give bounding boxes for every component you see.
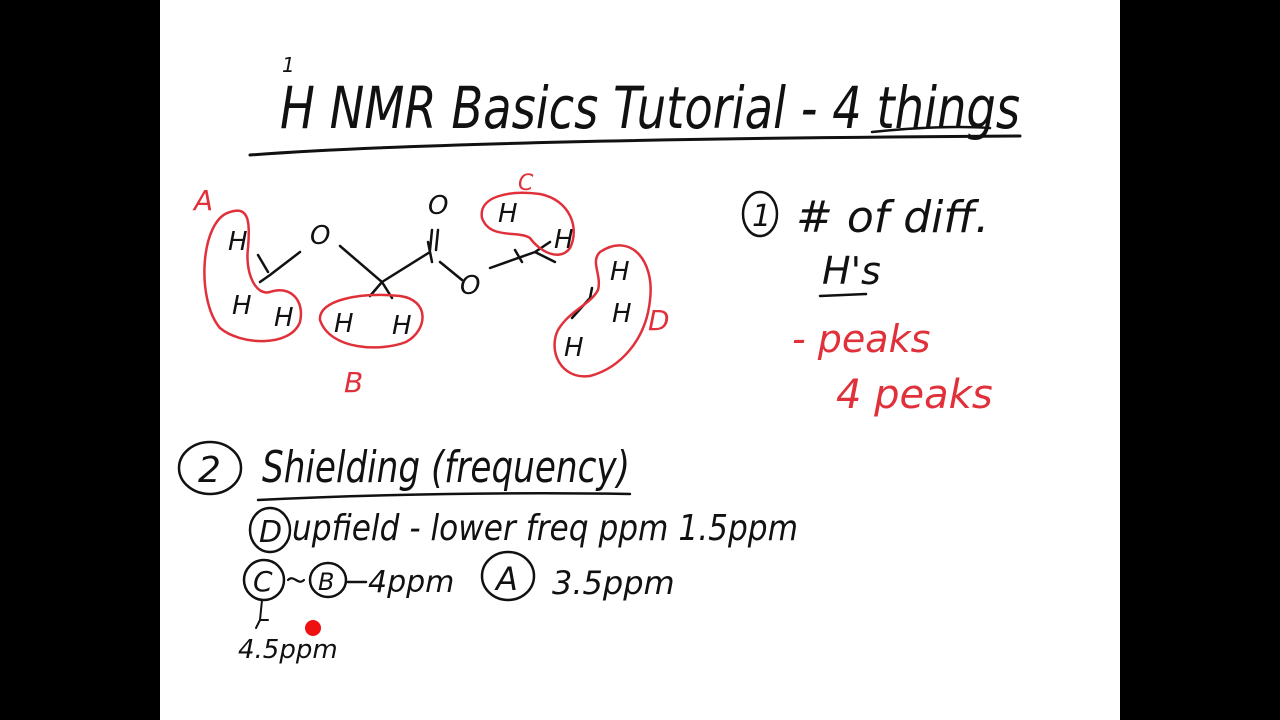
- atom-o-ester: O: [460, 271, 480, 301]
- atom-h-d3: H: [564, 333, 584, 363]
- title-superscript: 1: [282, 53, 295, 77]
- label-b-circle: [308, 561, 348, 599]
- title-underline: [248, 134, 1022, 157]
- four-things-underline: [870, 125, 992, 134]
- point-1-number: 1: [752, 199, 771, 234]
- atom-o-carbonyl: O: [428, 191, 448, 221]
- group-label-d: D: [648, 304, 670, 337]
- approx-sign: [286, 577, 306, 583]
- c-value: 4.5ppm: [238, 635, 338, 665]
- point-2-heading: Shielding (frequency): [262, 442, 630, 493]
- label-b: B: [318, 568, 334, 596]
- atom-h-a3: H: [274, 303, 294, 333]
- group-label-a: A: [192, 184, 213, 217]
- atom-h-d2: H: [612, 299, 632, 329]
- upfield-label: D: [259, 515, 282, 550]
- label-c-circle: [242, 558, 286, 602]
- point-1-line2: H's: [822, 249, 881, 293]
- molecule: O O O H H H H H H H H H H: [228, 191, 632, 363]
- whiteboard: 1 H NMR Basics Tutorial - 4 things O O O…: [160, 0, 1120, 720]
- point-1: 1 # of diff. H's - peaks 4 peaks: [741, 190, 993, 418]
- atom-h-d1: H: [610, 257, 630, 287]
- group-b-loop: [318, 293, 424, 349]
- upfield-circle: [248, 506, 292, 554]
- group-c-loop: [480, 191, 575, 256]
- point-1-line1: # of diff.: [796, 192, 989, 243]
- atom-o-ether: O: [310, 221, 330, 251]
- point-1-underline: [818, 292, 868, 298]
- label-a-circle: [480, 550, 536, 602]
- title: 1 H NMR Basics Tutorial - 4 things: [248, 53, 1022, 157]
- atom-h-b1: H: [334, 309, 354, 339]
- point-1-circle: [741, 190, 779, 238]
- point-2-number: 2: [198, 450, 221, 491]
- atom-h-a1: H: [228, 227, 248, 257]
- laser-pointer: [305, 620, 321, 636]
- group-d-loop: [553, 244, 652, 378]
- cb-value: 4ppm: [368, 565, 454, 600]
- page-title: H NMR Basics Tutorial - 4 things: [280, 74, 1020, 142]
- atom-h-a2: H: [232, 291, 252, 321]
- label-a: A: [494, 560, 518, 598]
- handwriting-canvas: 1 H NMR Basics Tutorial - 4 things O O O…: [177, 53, 1022, 665]
- atom-h-c2: H: [554, 225, 574, 255]
- point-2: 2 Shielding (frequency) D upfield - lowe…: [177, 440, 798, 665]
- atom-h-b2: H: [392, 311, 412, 341]
- molecule-bonds: [256, 240, 594, 320]
- group-annotations: A B C D: [192, 171, 670, 399]
- point-2-circle: [177, 440, 243, 496]
- atom-h-c1: H: [498, 199, 518, 229]
- a-value: 3.5ppm: [552, 564, 675, 602]
- point-2-underline: [256, 492, 632, 502]
- group-label-c: C: [518, 171, 534, 196]
- group-a-loop: [203, 209, 303, 343]
- peaks-dash: - peaks: [792, 317, 930, 361]
- group-label-b: B: [344, 366, 363, 399]
- label-c: C: [253, 565, 273, 598]
- peaks-count: 4 peaks: [836, 372, 993, 418]
- c-arrow: [255, 599, 269, 629]
- upfield-text: upfield - lower freq ppm 1.5ppm: [292, 508, 798, 549]
- carbonyl-double-bond: [428, 228, 440, 252]
